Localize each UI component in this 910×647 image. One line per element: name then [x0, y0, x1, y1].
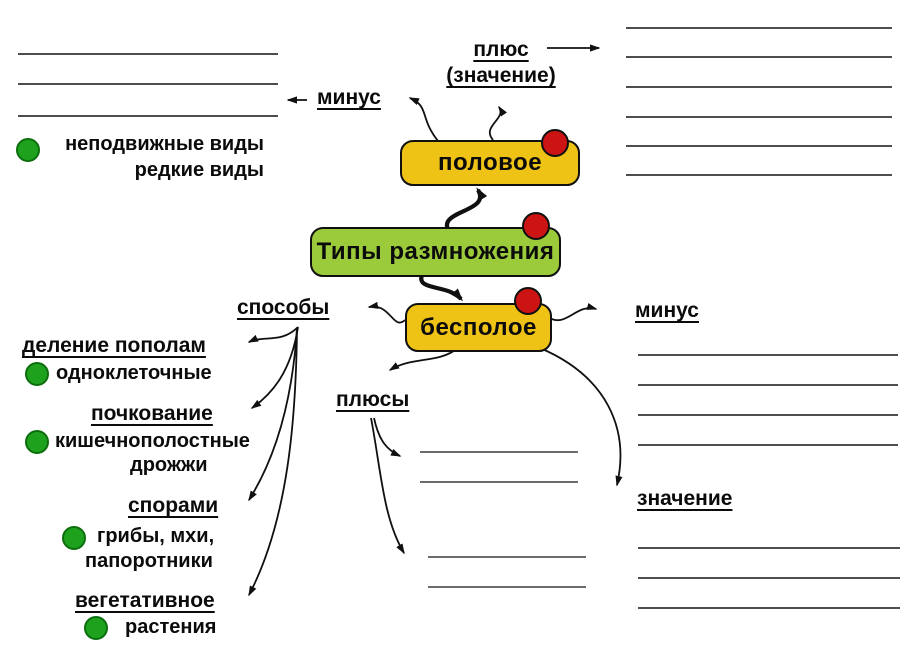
arrow-methods-to-division — [247, 326, 299, 343]
arrow-methods-to-spores — [248, 327, 298, 502]
root-node: Типы размножения — [310, 227, 561, 277]
method-budding-name: почкование — [91, 402, 213, 425]
arrow-methods-to-budding — [250, 326, 299, 409]
asexual-methods-label: способы — [237, 296, 330, 319]
asexual-node-label: бесполое — [420, 313, 537, 341]
green-bullet-icon — [84, 616, 108, 640]
arrow-asexual-to-methods — [367, 301, 406, 324]
blank-line — [428, 556, 586, 558]
sexual-plus-label-block: плюс (значение) — [425, 37, 577, 89]
green-bullet-icon — [16, 138, 40, 162]
sexual-example-2: редкие виды — [134, 159, 264, 181]
arrow-pluses-to-lines-1 — [373, 417, 402, 457]
method-budding-example-1: кишечнополостные — [55, 430, 250, 452]
arrow-pluses-to-lines-2 — [370, 417, 405, 555]
asexual-node: бесполое — [405, 303, 552, 352]
green-bullet-icon — [25, 430, 49, 454]
blank-line — [638, 607, 900, 609]
method-spores-example-2: папоротники — [85, 550, 213, 572]
red-marker-icon — [522, 212, 550, 240]
blank-line — [18, 83, 278, 85]
asexual-value-label: значение — [637, 487, 733, 510]
method-vegetative-example: растения — [125, 616, 217, 638]
blank-line — [638, 577, 900, 579]
method-vegetative-name: вегетативное — [75, 589, 215, 612]
arrow-methods-to-vegetative — [248, 327, 298, 597]
sexual-node-label: половое — [437, 149, 543, 176]
blank-line — [626, 27, 892, 29]
green-bullet-icon — [25, 362, 49, 386]
arrow-asexual-to-minus-right — [547, 302, 598, 322]
arrow-sexual-to-plus — [489, 105, 507, 141]
blank-line — [626, 174, 892, 176]
sexual-minus-examples: неподвижные виды редкие виды — [48, 131, 264, 183]
asexual-pluses-label: плюсы — [336, 388, 410, 411]
blank-line — [420, 481, 578, 483]
blank-line — [18, 115, 278, 117]
blank-line — [626, 56, 892, 58]
sexual-plus-label: плюс — [473, 38, 529, 61]
sexual-example-1: неподвижные виды — [65, 133, 264, 155]
blank-line — [638, 414, 898, 416]
blank-line — [638, 547, 900, 549]
arrow-asexual-to-value — [539, 347, 623, 487]
method-budding-example-2: дрожжи — [130, 454, 208, 476]
blank-line — [18, 53, 278, 55]
asexual-minus-label: минус — [635, 299, 699, 322]
blank-line — [626, 116, 892, 118]
red-marker-icon — [514, 287, 542, 315]
sexual-minus-label: минус — [317, 86, 381, 109]
blank-line — [626, 86, 892, 88]
blank-line — [638, 444, 898, 446]
method-spores-example-1: грибы, мхи, — [97, 525, 215, 547]
method-division-name: деление пополам — [22, 334, 206, 357]
red-marker-icon — [541, 129, 569, 157]
sexual-plus-note: (значение) — [446, 64, 556, 87]
root-node-label: Типы размножения — [316, 238, 555, 265]
blank-line — [626, 145, 892, 147]
blank-line — [638, 354, 898, 356]
method-spores-name: спорами — [128, 494, 219, 517]
blank-line — [420, 451, 578, 453]
blank-line — [638, 384, 898, 386]
method-division-example: одноклеточные — [56, 362, 212, 384]
blank-line — [428, 586, 586, 588]
arrow-sexual-to-minus — [408, 97, 439, 142]
green-bullet-icon — [62, 526, 86, 550]
